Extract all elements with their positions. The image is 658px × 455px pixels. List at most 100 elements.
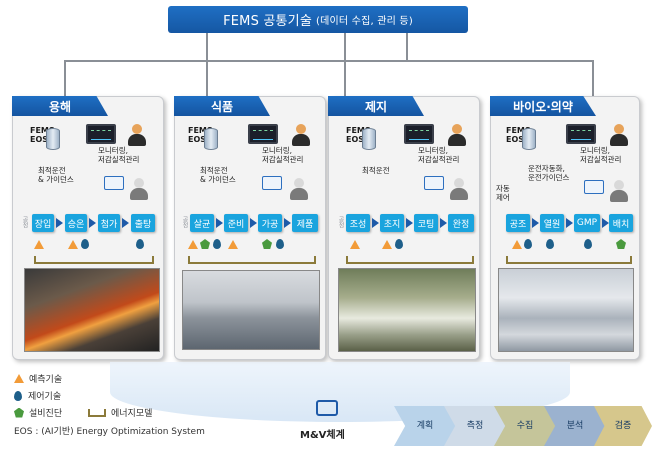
tablet-icon	[262, 176, 282, 190]
control-tech-icon	[276, 239, 284, 249]
melting-furnace-photo	[24, 268, 160, 352]
process-step: 완정	[448, 214, 474, 232]
predict-tech-icon	[228, 240, 238, 249]
arrow-right-icon	[56, 218, 64, 228]
arrow-right-icon	[89, 218, 97, 228]
panel-title: 제지	[328, 96, 424, 116]
arrow-right-icon	[532, 218, 540, 228]
guidance-label: 최적운전& 가이던스	[38, 166, 74, 184]
process-step: 장입	[32, 214, 54, 232]
connector	[206, 40, 208, 96]
connector	[64, 60, 66, 96]
operator-icon	[128, 124, 146, 146]
process-step: 배치	[609, 214, 633, 232]
process-step: GMP	[574, 214, 600, 232]
database-icon	[362, 128, 376, 150]
process-step: 준비	[224, 214, 248, 232]
drop-icon	[14, 390, 22, 401]
monitoring-label: 모니터링,저감실적관리	[262, 146, 304, 164]
worker-icon	[290, 178, 308, 200]
process-step: 초지	[380, 214, 404, 232]
monitor-icon	[248, 124, 278, 144]
worker-icon	[450, 178, 468, 200]
arrow-right-icon	[440, 218, 448, 228]
guidance-label: 운전자동화,운전가이던스	[528, 164, 570, 182]
tablet-icon	[584, 180, 604, 194]
arrow-right-icon	[250, 218, 258, 228]
predict-tech-icon	[382, 240, 392, 249]
mv-label: M&V체계	[300, 430, 345, 441]
process-step: 열원	[540, 214, 564, 232]
operator-icon	[448, 124, 466, 146]
monitoring-label: 모니터링,저감실적관리	[580, 146, 622, 164]
process-step: 제품	[292, 214, 318, 232]
process-tag: 공정	[337, 216, 344, 228]
triangle-icon	[14, 374, 24, 383]
arrow-right-icon	[122, 218, 130, 228]
panel-title: 식품	[174, 96, 270, 116]
equipment-diagnosis-icon	[200, 239, 210, 249]
monitoring-label: 모니터링,저감실적관리	[98, 146, 140, 164]
control-tech-icon	[136, 239, 144, 249]
worker-icon	[130, 178, 148, 200]
connector	[64, 60, 594, 62]
process-step: 살균	[190, 214, 214, 232]
operator-icon	[292, 124, 310, 146]
mv-system-icon	[316, 400, 338, 416]
header-subtitle: (데이터 수집, 관리 등)	[316, 16, 413, 27]
legend-predict: 예측기술	[14, 372, 62, 385]
legend-model: 에너지모델	[88, 406, 152, 419]
monitor-icon	[404, 124, 434, 144]
arrow-right-icon	[284, 218, 292, 228]
control-tech-icon	[395, 239, 403, 249]
connector	[406, 33, 408, 61]
database-icon	[204, 128, 218, 150]
connector	[206, 33, 208, 43]
process-step: 조성	[346, 214, 370, 232]
arrow-right-icon	[566, 218, 574, 228]
process-tag: 공정	[21, 216, 28, 228]
energy-model-bracket	[34, 256, 154, 264]
control-tech-icon	[524, 239, 532, 249]
equipment-diagnosis-icon	[616, 239, 626, 249]
process-step: 첨가	[98, 214, 120, 232]
arrow-right-icon	[406, 218, 414, 228]
pentagon-icon	[14, 407, 24, 418]
database-icon	[46, 128, 60, 150]
predict-tech-icon	[188, 240, 198, 249]
guidance-label: 최적운전& 가이던스	[200, 166, 236, 184]
panel-title: 용해	[12, 96, 108, 116]
panel-title: 바이오·의약	[490, 96, 596, 116]
guidance-label: 최적운전	[362, 166, 390, 175]
operator-icon	[610, 124, 628, 146]
process-step: 공조	[506, 214, 530, 232]
monitor-icon	[566, 124, 596, 144]
process-tag: 공정	[181, 216, 188, 228]
legend-diagnose: 설비진단	[14, 406, 62, 419]
energy-model-bracket	[506, 256, 632, 264]
process-step: 출탕	[131, 214, 155, 232]
food-factory-photo	[182, 270, 320, 350]
predict-tech-icon	[34, 240, 44, 249]
monitoring-label: 모니터링,저감실적관리	[418, 146, 460, 164]
predict-tech-icon	[350, 240, 360, 249]
control-tech-icon	[81, 239, 89, 249]
worker-icon	[610, 180, 628, 202]
energy-model-bracket	[188, 256, 316, 264]
arrow-right-icon	[602, 218, 610, 228]
tablet-icon	[104, 176, 124, 190]
arrow-right-icon	[216, 218, 224, 228]
monitor-icon	[86, 124, 116, 144]
process-step: 가공	[258, 214, 282, 232]
legend-control: 제어기술	[14, 389, 61, 402]
predict-tech-icon	[512, 240, 522, 249]
process-step: 승온	[65, 214, 87, 232]
predict-tech-icon	[68, 240, 78, 249]
